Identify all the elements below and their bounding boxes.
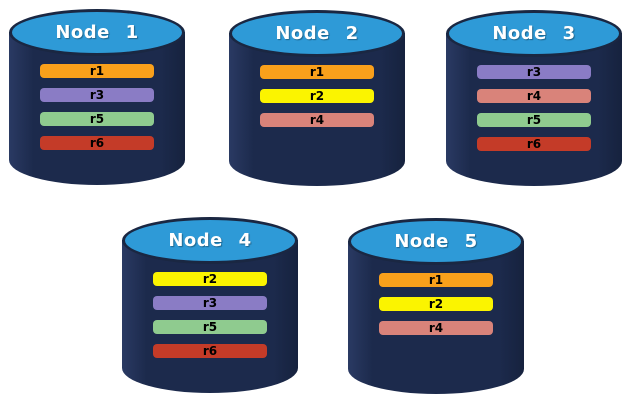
database-cylinder-body	[229, 33, 405, 186]
replica-label: r2	[428, 297, 444, 311]
db-node-4: Node 4 r2 r3 r5 r6	[122, 217, 298, 393]
node-title: Node 3	[492, 23, 576, 44]
replica-label: r2	[202, 272, 218, 286]
replica-label: r1	[89, 64, 105, 78]
replica-bar-r1: r1	[379, 273, 493, 287]
replica-bar-r3: r3	[40, 88, 154, 102]
node-title: Node 4	[168, 230, 252, 251]
replica-bar-r5: r5	[477, 113, 591, 127]
replica-bar-r4: r4	[379, 321, 493, 335]
node-title: Node 5	[394, 231, 478, 252]
replica-label: r5	[89, 112, 105, 126]
replica-bar-r6: r6	[153, 344, 267, 358]
replica-label: r1	[309, 65, 325, 79]
replica-label: r1	[428, 273, 444, 287]
node-title: Node 1	[55, 22, 139, 43]
db-node-5: Node 5 r1 r2 r4	[348, 218, 524, 394]
replica-label: r6	[526, 137, 542, 151]
replica-label: r6	[202, 344, 218, 358]
node-title: Node 2	[275, 23, 359, 44]
replica-bar-r4: r4	[260, 113, 374, 127]
replica-bar-r1: r1	[260, 65, 374, 79]
database-cylinder-top: Node 1	[9, 9, 185, 56]
replica-label: r3	[526, 65, 542, 79]
replica-bar-r2: r2	[379, 297, 493, 311]
replica-label: r5	[526, 113, 542, 127]
replica-bar-r3: r3	[477, 65, 591, 79]
replica-label: r3	[202, 296, 218, 310]
database-cylinder-top: Node 5	[348, 218, 524, 265]
db-node-2: Node 2 r1 r2 r4	[229, 10, 405, 186]
database-cylinder-body	[348, 241, 524, 394]
replica-bar-r6: r6	[477, 137, 591, 151]
replica-bar-r1: r1	[40, 64, 154, 78]
replica-bar-r3: r3	[153, 296, 267, 310]
replica-label: r4	[309, 113, 325, 127]
database-cylinder-top: Node 3	[446, 10, 622, 57]
replica-label: r2	[309, 89, 325, 103]
replica-label: r6	[89, 136, 105, 150]
replica-bar-r5: r5	[40, 112, 154, 126]
replica-bar-r5: r5	[153, 320, 267, 334]
replica-bar-r2: r2	[260, 89, 374, 103]
database-cylinder-top: Node 4	[122, 217, 298, 264]
replica-list: r1 r2 r4	[229, 65, 405, 127]
database-cylinder-top: Node 2	[229, 10, 405, 57]
replica-list: r2 r3 r5 r6	[122, 272, 298, 358]
database-cylinder-body	[446, 33, 622, 186]
replica-label: r3	[89, 88, 105, 102]
replica-label: r5	[202, 320, 218, 334]
replica-bar-r6: r6	[40, 136, 154, 150]
replica-list: r1 r2 r4	[348, 273, 524, 335]
replica-list: r1 r3 r5 r6	[9, 64, 185, 150]
database-cylinder-body	[122, 240, 298, 393]
db-node-1: Node 1 r1 r3 r5 r6	[9, 9, 185, 185]
database-cylinder-body	[9, 32, 185, 185]
db-node-3: Node 3 r3 r4 r5 r6	[446, 10, 622, 186]
replica-bar-r2: r2	[153, 272, 267, 286]
replica-list: r3 r4 r5 r6	[446, 65, 622, 151]
replica-bar-r4: r4	[477, 89, 591, 103]
replica-label: r4	[526, 89, 542, 103]
replica-label: r4	[428, 321, 444, 335]
